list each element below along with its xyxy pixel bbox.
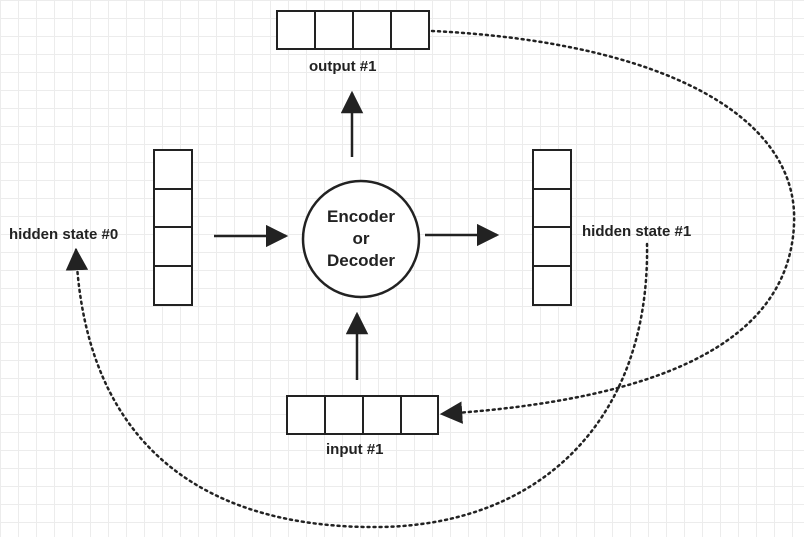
- encoder-decoder-label: Encoder or Decoder: [302, 183, 420, 295]
- input-cell-4: [400, 395, 439, 435]
- hidden0-cell-2: [153, 188, 193, 228]
- hidden0-cell-3: [153, 226, 193, 267]
- input-label: input #1: [326, 441, 384, 458]
- hidden-state-0-label: hidden state #0: [9, 226, 119, 243]
- hidden-state-1-label: hidden state #1: [582, 223, 692, 240]
- hidden1-cell-4: [532, 265, 572, 306]
- output-cell-3: [352, 10, 392, 50]
- input-cell-1: [286, 395, 326, 435]
- hidden1-cell-1: [532, 149, 572, 190]
- output-label: output #1: [309, 58, 377, 75]
- node-line-decoder: Decoder: [326, 251, 396, 270]
- loop-output-to-input: [430, 29, 796, 424]
- output-cell-2: [314, 10, 354, 50]
- output-cell-4: [390, 10, 430, 50]
- output-vector: [276, 10, 430, 50]
- hidden0-cell-1: [153, 149, 193, 190]
- output-cell-1: [276, 10, 316, 50]
- encoder-decoder-node: [301, 179, 421, 299]
- hidden0-cell-4: [153, 265, 193, 306]
- node-line-encoder: Encoder: [326, 207, 396, 226]
- hidden-state-1-vector: [532, 149, 572, 306]
- input-cell-3: [362, 395, 402, 435]
- node-line-or: or: [352, 229, 370, 248]
- hidden-state-0-vector: [153, 149, 193, 306]
- loop-hidden1-to-hidden0: [65, 242, 649, 529]
- hidden1-cell-2: [532, 188, 572, 228]
- input-cell-2: [324, 395, 364, 435]
- input-vector: [286, 395, 439, 435]
- hidden1-cell-3: [532, 226, 572, 267]
